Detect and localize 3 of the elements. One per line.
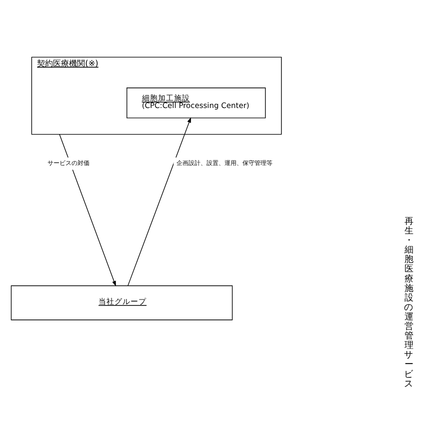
arrow (59, 133, 116, 286)
label: 再生・細胞医療施設の運営管理サービス (404, 216, 414, 389)
arrow (128, 116, 192, 286)
